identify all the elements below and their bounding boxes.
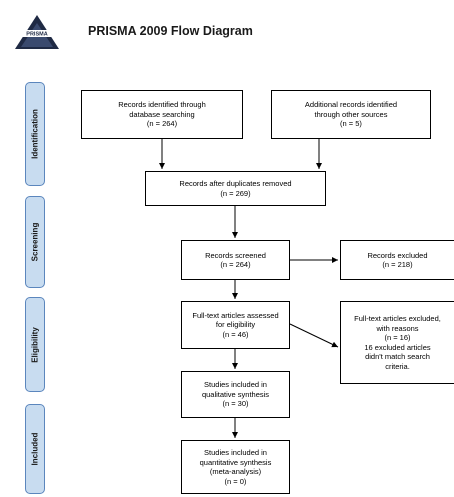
page-title: PRISMA 2009 Flow Diagram (88, 24, 253, 38)
stage-screening: Screening (25, 196, 45, 288)
box-records-excluded: Records excluded (n = 218) (340, 240, 454, 280)
box-quantitative-synthesis: Studies included in quantitative synthes… (181, 440, 290, 494)
box-records-screened: Records screened (n = 264) (181, 240, 290, 280)
prisma-logo: PRISMA (13, 15, 61, 49)
logo-text: PRISMA (26, 32, 47, 38)
arrow-fulltext-to-excluded (289, 323, 339, 348)
box-after-duplicates: Records after duplicates removed (n = 26… (145, 171, 326, 206)
box-fulltext-assessed: Full-text articles assessed for eligibil… (181, 301, 290, 349)
box-fulltext-excluded: Full-text articles excluded, with reason… (340, 301, 454, 384)
box-database-records: Records identified through database sear… (81, 90, 243, 139)
stage-identification: Identification (25, 82, 45, 186)
stage-included: Included (25, 404, 45, 494)
box-qualitative-synthesis: Studies included in qualitative synthesi… (181, 371, 290, 418)
box-other-sources: Additional records identified through ot… (271, 90, 431, 139)
stage-eligibility: Eligibility (25, 297, 45, 392)
